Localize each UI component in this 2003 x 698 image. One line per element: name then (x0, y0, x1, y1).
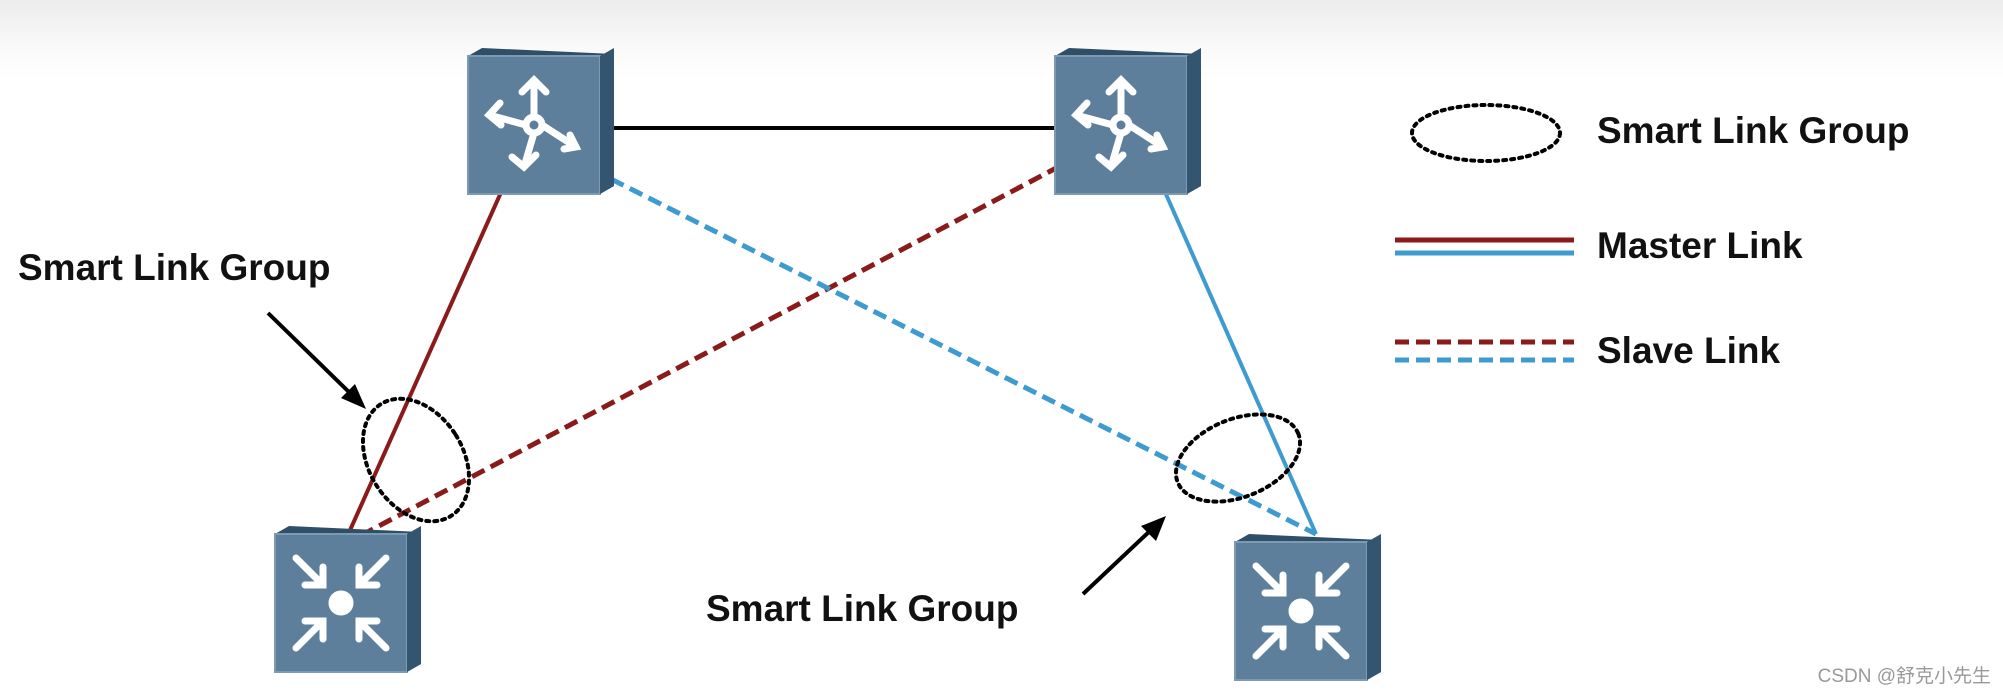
switch-icon (274, 525, 422, 673)
left-group-label: Smart Link Group (18, 247, 331, 288)
router-icon (1054, 47, 1202, 195)
legend-group-label: Smart Link Group (1597, 110, 1910, 151)
legend-master-label: Master Link (1597, 225, 1803, 266)
watermark: CSDN @舒克小先生 (1817, 666, 1991, 687)
router-icon (467, 47, 615, 195)
arrow-bottom (1081, 516, 1166, 596)
smart-link-group-left (360, 396, 472, 524)
arrow-left (266, 311, 366, 409)
smart-link-group-right (1173, 412, 1303, 504)
switch-icon (1234, 533, 1382, 681)
bottom-group-label: Smart Link Group (706, 588, 1019, 629)
slave-link-blue (609, 176, 1318, 537)
master-link-red (345, 178, 509, 538)
slave-link-red (356, 163, 1062, 540)
master-link-blue (1163, 191, 1318, 535)
legend-slave-label: Slave Link (1597, 330, 1781, 371)
legend-group-icon (1410, 103, 1562, 163)
